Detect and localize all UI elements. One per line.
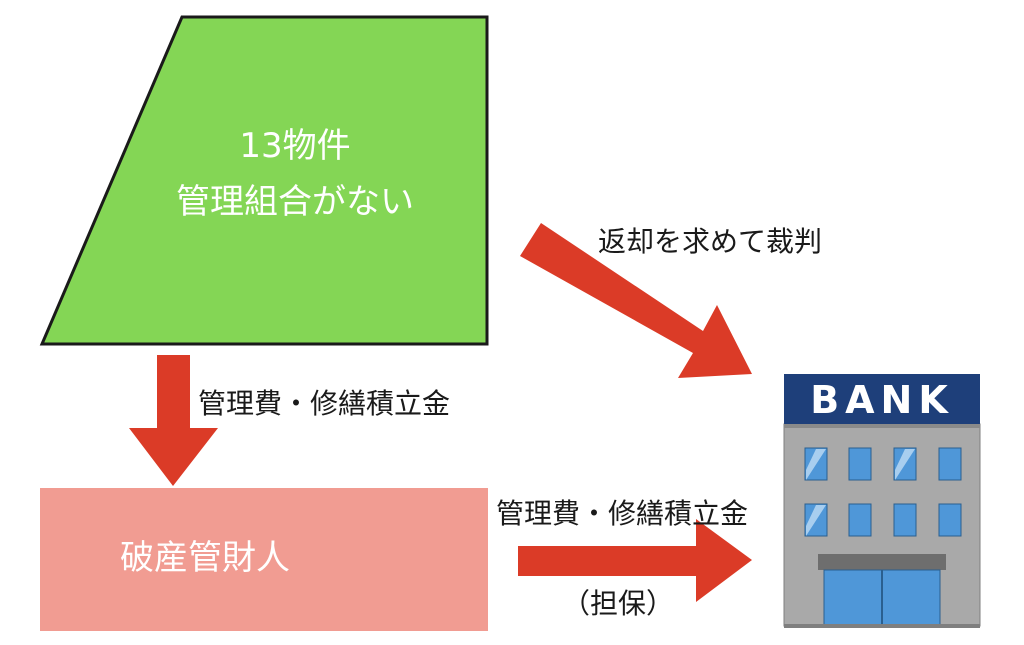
trustee-label: 破産管財人 bbox=[120, 538, 290, 578]
bank-window bbox=[848, 447, 872, 481]
bank-awning bbox=[818, 554, 946, 570]
right-arrow-label-top: 管理費・修繕積立金 bbox=[496, 497, 749, 530]
green-box-text: 13物件 管理組合がない bbox=[130, 118, 460, 230]
green-box-line2: 管理組合がない bbox=[176, 182, 414, 222]
bank-building-icon bbox=[783, 374, 981, 628]
bank-window bbox=[938, 447, 962, 481]
down-arrow-label: 管理費・修繕積立金 bbox=[198, 387, 451, 420]
bank-sign bbox=[784, 374, 980, 426]
bank-window bbox=[848, 503, 872, 537]
bank-window bbox=[938, 503, 962, 537]
down-arrow bbox=[129, 355, 218, 486]
trustee-box bbox=[40, 488, 488, 631]
bank-window bbox=[893, 503, 917, 537]
bank-sign-text: BANK bbox=[810, 378, 954, 422]
right-arrow bbox=[518, 519, 752, 602]
diagonal-arrow bbox=[520, 223, 752, 378]
diagonal-arrow-label: 返却を求めて裁判 bbox=[598, 225, 823, 258]
green-box-line1: 13物件 bbox=[239, 126, 351, 166]
right-arrow-label-bottom: （担保） bbox=[562, 587, 675, 620]
green-trapezoid bbox=[39, 15, 489, 346]
